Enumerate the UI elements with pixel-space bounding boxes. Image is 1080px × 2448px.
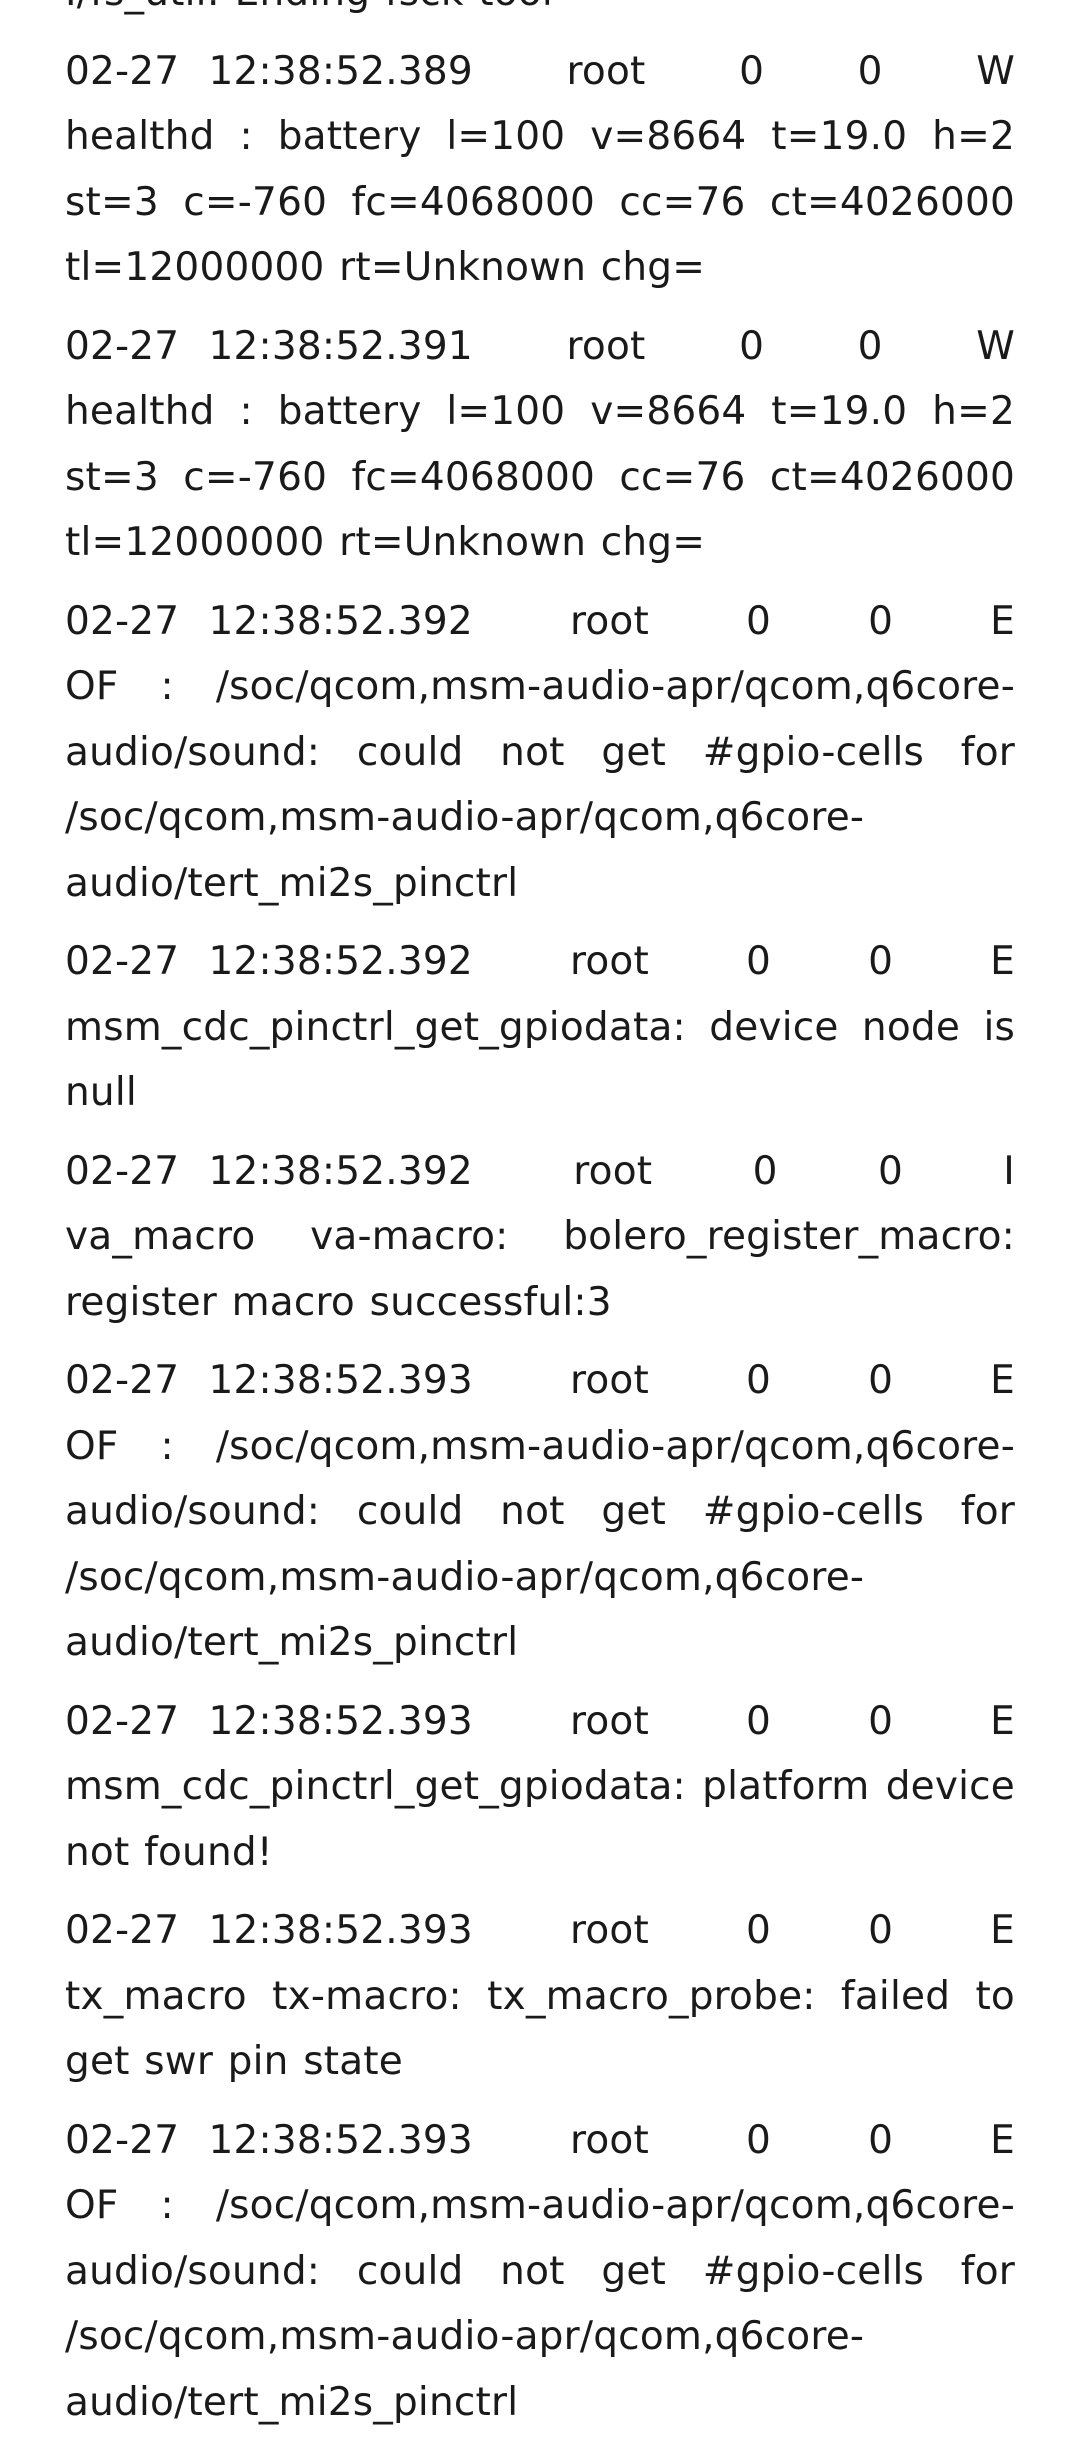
log-message: OF : /soc/qcom,msm-audio-apr/qcom,q6core… [65,2183,1015,2425]
log-message: OF : /soc/qcom,msm-audio-apr/qcom,q6core… [65,664,1015,906]
log-message: msm_cdc_pinctrl_get_gpiodata: platform d… [65,1764,1015,1875]
log-user: root [569,1358,649,1403]
log-time: 12:38:52.391 [208,323,473,369]
log-pid: 0 [746,2117,772,2163]
log-entry-header: 02-27 12:38:52.392 root 0 0 E [65,929,1015,995]
log-time: 12:38:52.393 [208,1908,473,1953]
log-timestamp: 02-27 12:38:52.391 [65,314,473,380]
log-tid: 0 [868,598,894,644]
log-date: 02-27 [65,2117,180,2163]
log-level: E [990,1358,1015,1403]
log-pid: 0 [739,48,765,94]
log-pid: 0 [746,939,772,984]
log-tid: 0 [868,2117,894,2163]
log-message: msm_cdc_pinctrl_get_gpiodata: device nod… [65,1004,1015,1116]
log-user: root [569,598,649,644]
log-message: healthd : battery l=100 v=8664 t=19.0 h=… [65,114,1015,290]
log-message: healthd : battery l=100 v=8664 t=19.0 h=… [65,389,1015,565]
log-entry[interactable]: 02-27 12:38:52.393 root 0 0 E OF : /soc/qcom,… [65,2108,1015,2436]
log-pid: 0 [746,1698,772,1744]
log-user: root [569,1908,649,1953]
log-date: 02-27 [65,323,180,369]
log-tid: 0 [877,1148,903,1194]
log-timestamp: 02-27 12:38:52.393 [65,1689,473,1755]
log-level: E [990,939,1015,984]
log-level: E [990,598,1015,644]
log-date: 02-27 [65,1908,180,1953]
log-entry[interactable]: 02-27 12:38:52.392 root 0 0 E OF : /soc/qcom,… [65,589,1015,917]
log-time: 12:38:52.389 [208,48,473,94]
log-user: root [569,939,649,984]
log-entry-header: 02-27 12:38:52.392 root 0 0 I [65,1139,1015,1205]
log-pid: 0 [746,1358,772,1403]
log-date: 02-27 [65,939,180,984]
log-user: root [569,2117,649,2163]
log-message: I/fs_util: Ending fsck tool [65,0,553,15]
log-level: I [1003,1148,1015,1194]
log-timestamp: 02-27 12:38:52.393 [65,2108,473,2174]
log-pid: 0 [739,323,765,369]
log-time: 12:38:52.393 [208,1358,473,1403]
log-tid: 0 [868,1358,894,1403]
log-user: root [566,323,646,369]
log-time: 12:38:52.393 [208,1698,473,1744]
log-user: root [573,1148,653,1194]
log-time: 12:38:52.392 [208,1148,473,1194]
log-level: W [976,323,1015,369]
log-message: OF : /soc/qcom,msm-audio-apr/qcom,q6core… [65,1423,1015,1666]
log-entry-header: 02-27 12:38:52.393 root 0 0 E [65,1898,1015,1964]
log-level: E [990,1908,1015,1953]
log-tid: 0 [857,48,883,94]
log-entry-header: 02-27 12:38:52.393 root 0 0 E [65,1348,1015,1414]
log-entry[interactable]: 02-27 12:38:52.393 root 0 0 E OF : /soc/qcom,… [65,1348,1015,1676]
log-entry-header: 02-27 12:38:52.391 root 0 0 W [65,314,1015,380]
log-level: E [990,1698,1015,1744]
log-tid: 0 [868,1908,894,1953]
log-pid: 0 [746,1908,772,1953]
log-timestamp: 02-27 12:38:52.393 [65,1898,473,1964]
log-timestamp: 02-27 12:38:52.392 [65,589,473,655]
log-timestamp: 02-27 12:38:52.389 [65,39,473,105]
log-date: 02-27 [65,48,180,94]
log-level: W [976,48,1015,94]
log-date: 02-27 [65,598,180,644]
log-tid: 0 [868,939,894,984]
log-time: 12:38:52.392 [208,598,473,644]
log-user: root [569,1698,649,1744]
log-message: va_macro va-macro: bolero_register_macro… [65,1214,1015,1325]
log-date: 02-27 [65,1698,180,1744]
log-entry-header: 02-27 12:38:52.393 root 0 0 E [65,2108,1015,2174]
log-message: tx_macro tx-macro: tx_macro_probe: faile… [65,1973,1015,2085]
log-entry-header: 02-27 12:38:52.389 root 0 0 W [65,39,1015,105]
log-pid: 0 [752,1148,778,1194]
log-time: 12:38:52.393 [208,2117,473,2163]
log-level: E [990,2117,1015,2163]
log-entry-header: 02-27 12:38:52.392 root 0 0 E [65,589,1015,655]
log-timestamp: 02-27 12:38:52.393 [65,1348,473,1414]
log-tid: 0 [868,1698,894,1744]
log-date: 02-27 [65,1148,180,1194]
log-entry-header: 02-27 12:38:52.393 root 0 0 E [65,1689,1015,1755]
log-timestamp: 02-27 12:38:52.392 [65,1139,473,1205]
log-entry-partial: I/fs_util: Ending fsck tool [65,0,1015,26]
log-user: root [566,48,646,94]
log-pid: 0 [746,598,772,644]
log-date: 02-27 [65,1358,180,1403]
log-tid: 0 [857,323,883,369]
log-time: 12:38:52.392 [208,939,473,984]
log-timestamp: 02-27 12:38:52.392 [65,929,473,995]
